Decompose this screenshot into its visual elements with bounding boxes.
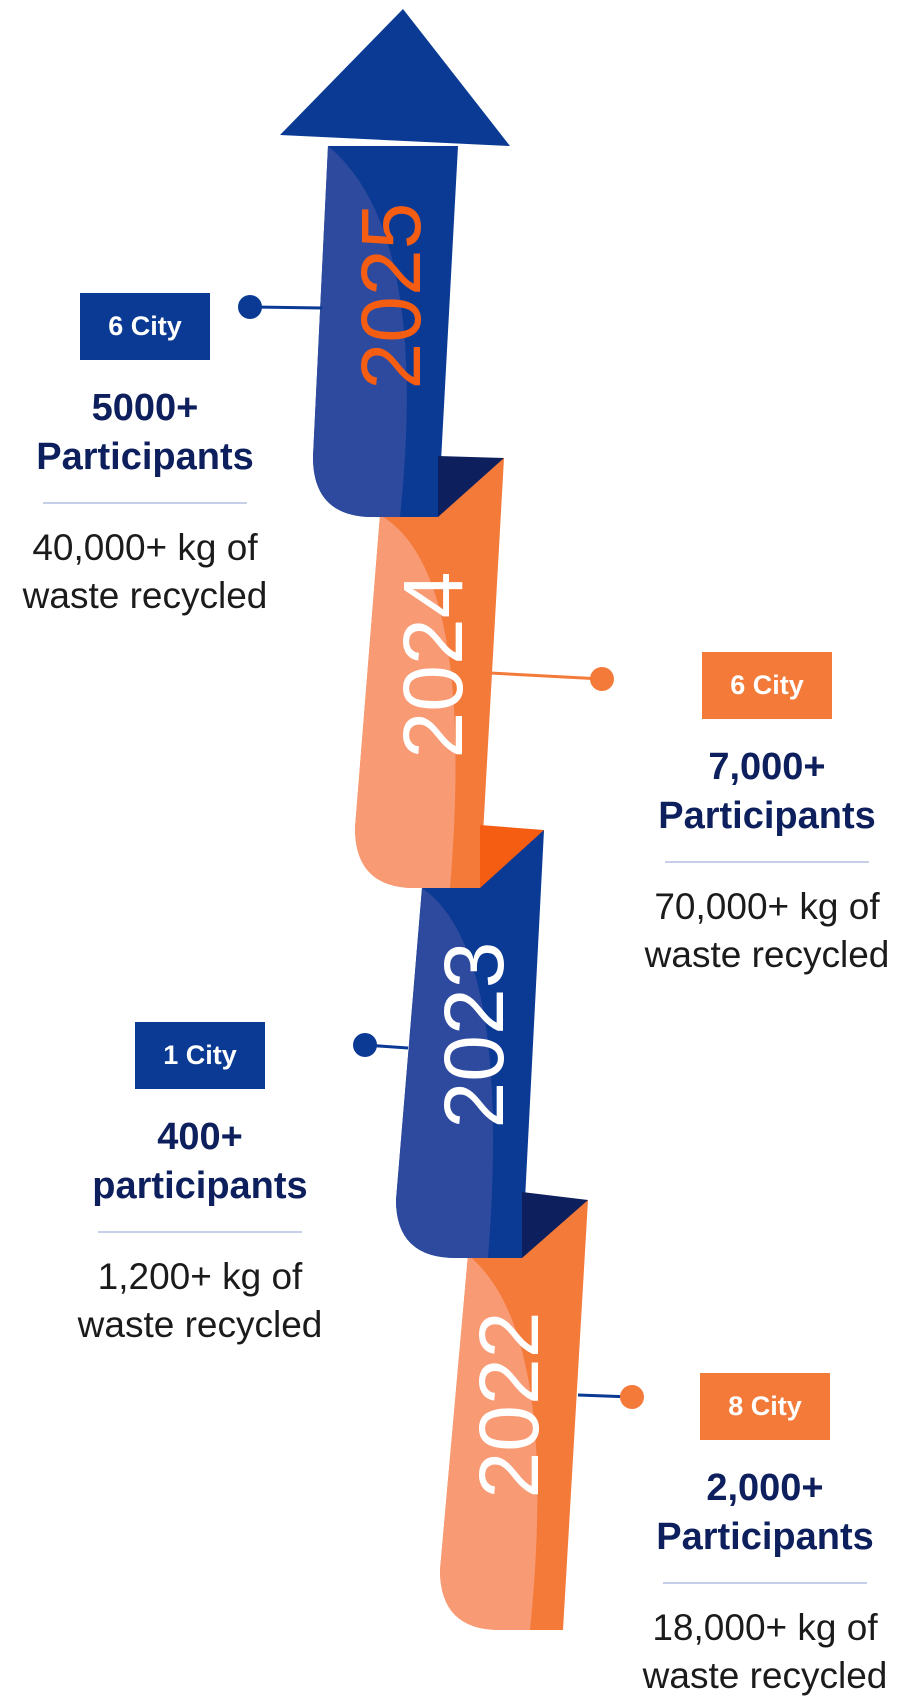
waste-amount-2024: 70,000+ kg of: [654, 886, 880, 927]
waste-2022: 18,000+ kg of waste recycled: [605, 1604, 912, 1700]
connector-dot-2025: [238, 295, 262, 319]
connector-dot-2024: [590, 667, 614, 691]
participants-2022: 2,000+ Participants: [605, 1464, 912, 1562]
participants-label-2025: Participants: [36, 436, 254, 478]
connector-dot-2023: [353, 1033, 377, 1057]
participants-2024: 7,000+ Participants: [607, 743, 912, 841]
participants-label-2022: Participants: [656, 1516, 874, 1558]
segment-2022-highlight: [440, 1255, 538, 1630]
divider-2025: [43, 502, 247, 504]
segment-2025: [280, 9, 510, 517]
waste-2025: 40,000+ kg of waste recycled: [0, 524, 305, 620]
year-label-2024: 2024: [386, 572, 480, 759]
milestone-2024: 6 City 7,000+ Participants 70,000+ kg of…: [607, 652, 912, 979]
year-label-2025: 2025: [344, 203, 438, 390]
segment-2024: [355, 458, 544, 888]
divider-2024: [665, 861, 869, 863]
waste-2024: 70,000+ kg of waste recycled: [607, 883, 912, 979]
segment-2022: [440, 1200, 588, 1630]
arrow-head: [280, 9, 510, 146]
participants-count-2023: 400+: [157, 1116, 243, 1158]
city-badge-2024: 6 City: [702, 652, 832, 719]
waste-label-2024: waste recycled: [644, 934, 890, 975]
divider-2022: [663, 1582, 867, 1584]
city-badge-2023: 1 City: [135, 1022, 265, 1089]
city-badge-2025: 6 City: [80, 293, 210, 360]
milestone-2023: 1 City 400+ participants 1,200+ kg of wa…: [40, 1022, 360, 1349]
waste-label-2022: waste recycled: [642, 1655, 888, 1696]
participants-2023: 400+ participants: [40, 1113, 360, 1211]
segment-2025-highlight: [313, 146, 407, 517]
connector-dot-2022: [620, 1385, 644, 1409]
fold-2025-2024: [438, 456, 504, 517]
connector-2023: [353, 1033, 409, 1057]
waste-amount-2022: 18,000+ kg of: [652, 1607, 878, 1648]
participants-2025: 5000+ Participants: [0, 384, 305, 482]
waste-2023: 1,200+ kg of waste recycled: [40, 1253, 360, 1349]
segment-2023-highlight: [396, 888, 494, 1258]
connector-2024: [489, 667, 614, 691]
waste-label-2025: waste recycled: [22, 575, 268, 616]
fold-2024-2023: [480, 825, 544, 888]
year-label-2023: 2023: [427, 942, 521, 1129]
waste-amount-2025: 40,000+ kg of: [32, 527, 258, 568]
waste-label-2023: waste recycled: [77, 1304, 323, 1345]
participants-label-2024: Participants: [658, 795, 876, 837]
year-label-2022: 2022: [462, 1312, 556, 1499]
participants-label-2023: participants: [92, 1165, 308, 1207]
segment-2023: [396, 830, 588, 1258]
participants-count-2024: 7,000+: [708, 746, 826, 788]
divider-2023: [98, 1231, 302, 1233]
participants-count-2022: 2,000+: [706, 1467, 824, 1509]
fold-2023-2022: [522, 1192, 588, 1258]
milestone-2022: 8 City 2,000+ Participants 18,000+ kg of…: [605, 1373, 912, 1700]
connector-2025: [238, 295, 323, 319]
city-badge-2022: 8 City: [700, 1373, 830, 1440]
milestone-2025: 6 City 5000+ Participants 40,000+ kg of …: [0, 293, 305, 620]
waste-amount-2023: 1,200+ kg of: [97, 1256, 303, 1297]
segment-2024-highlight: [355, 515, 456, 888]
participants-count-2025: 5000+: [91, 387, 199, 429]
connector-2022: [577, 1385, 644, 1409]
